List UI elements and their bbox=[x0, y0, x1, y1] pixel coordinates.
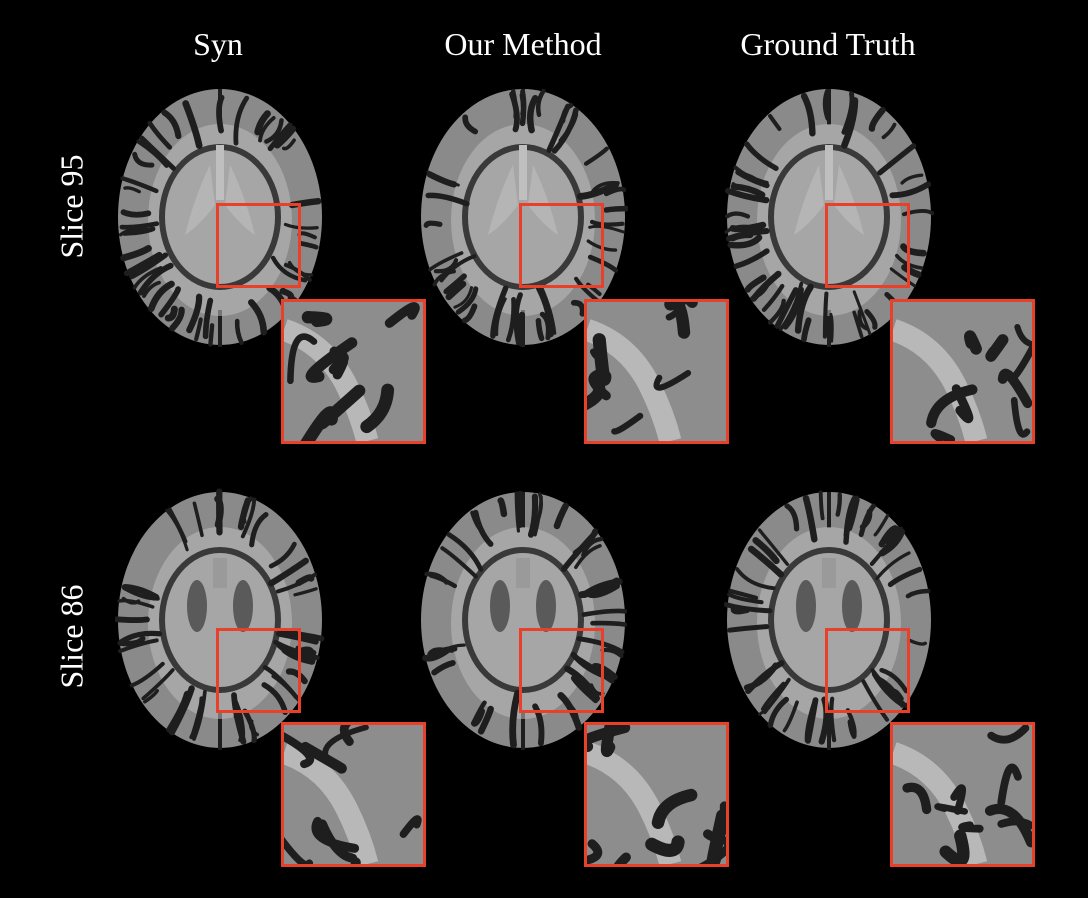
roi-box-slice-95-syn bbox=[216, 203, 301, 288]
roi-box-slice-95-ground-truth bbox=[825, 203, 910, 288]
row-label-slice-95: Slice 95 bbox=[53, 154, 90, 259]
column-title-syn: Syn bbox=[193, 26, 243, 62]
zoom-inset-slice-95-our-method bbox=[584, 299, 729, 444]
zoom-inset-slice-86-our-method bbox=[584, 722, 729, 867]
zoom-inset-slice-86-syn bbox=[281, 722, 426, 867]
brain-image-slice-86-ground-truth bbox=[724, 488, 934, 753]
roi-box-slice-86-our-method bbox=[519, 628, 604, 713]
brain-image-slice-95-our-method bbox=[418, 85, 628, 350]
roi-box-slice-86-syn bbox=[216, 628, 301, 713]
brain-image-slice-95-ground-truth bbox=[724, 85, 934, 350]
zoom-inset-slice-95-syn bbox=[281, 299, 426, 444]
column-title-ground-truth: Ground Truth bbox=[740, 26, 916, 62]
roi-box-slice-86-ground-truth bbox=[825, 628, 910, 713]
brain-image-slice-86-our-method bbox=[418, 488, 628, 753]
column-title-our-method: Our Method bbox=[444, 26, 602, 62]
zoom-inset-slice-95-ground-truth bbox=[890, 299, 1035, 444]
roi-box-slice-95-our-method bbox=[519, 203, 604, 288]
zoom-inset-slice-86-ground-truth bbox=[890, 722, 1035, 867]
brain-image-slice-86-syn bbox=[115, 488, 325, 753]
row-label-slice-86: Slice 86 bbox=[53, 584, 90, 689]
